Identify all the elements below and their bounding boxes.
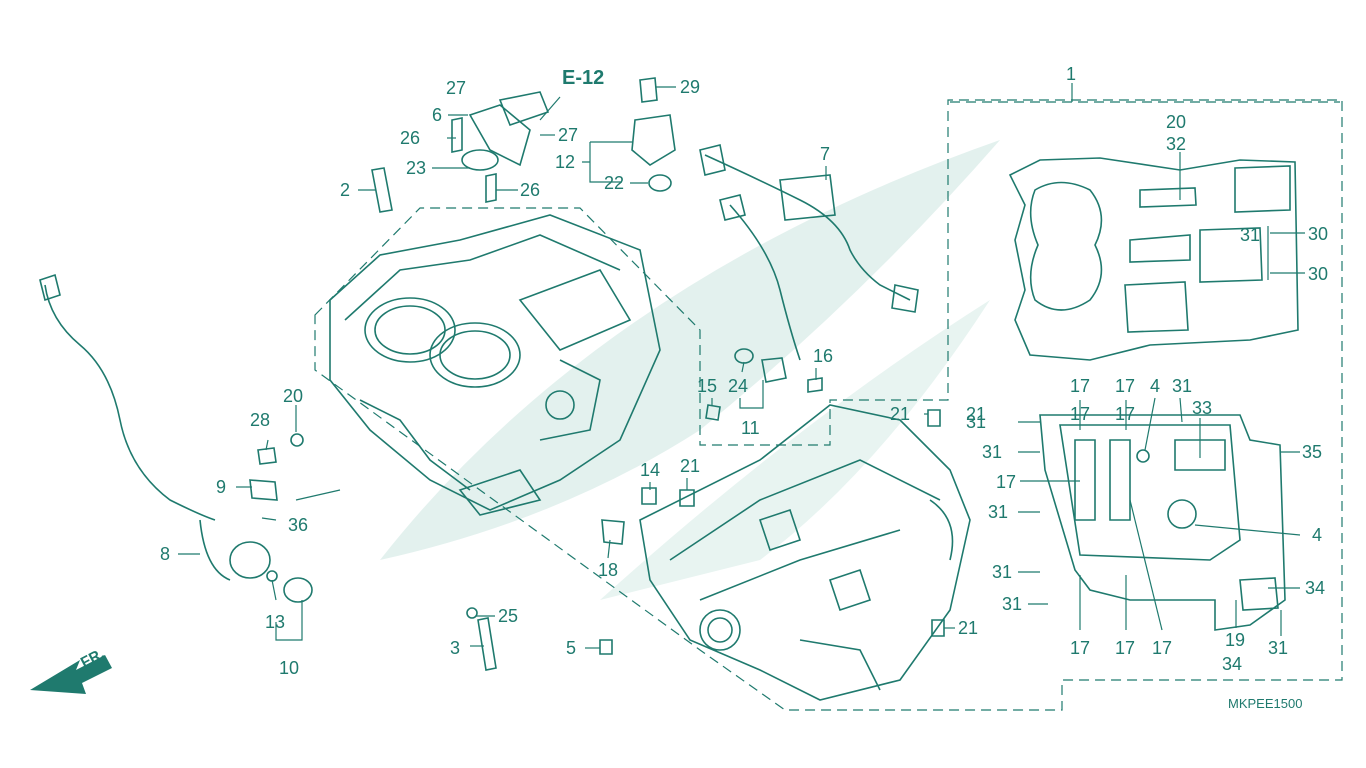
part-callouts: 1 2 3 4 4 5 6 7 8 9 10 11 12 13 14 15 16… (160, 64, 1328, 678)
frame-left-assembly (314, 99, 1343, 711)
small-parts (249, 117, 945, 671)
callout: 14 (640, 460, 660, 480)
callout: 32 (1166, 134, 1186, 154)
callout: 8 (160, 544, 170, 564)
callout: 24 (728, 376, 748, 396)
callout: 21 (958, 618, 978, 638)
callout: 17 (996, 472, 1016, 492)
callout: 6 (432, 105, 442, 125)
reference-page-label: E-12 (562, 67, 604, 89)
callout: 4 (1312, 525, 1322, 545)
callout: 17 (1070, 404, 1090, 424)
callout: 34 (1305, 578, 1325, 598)
callout: 23 (406, 158, 426, 178)
callout: 17 (1115, 404, 1135, 424)
callout: 31 (1172, 376, 1192, 396)
callout: 27 (446, 78, 466, 98)
callout: 21 (890, 404, 910, 424)
water-fitting (461, 77, 676, 192)
callout: 30 (1308, 264, 1328, 284)
sensor-harness (699, 144, 919, 361)
callout: 5 (566, 638, 576, 658)
callout: 29 (680, 77, 700, 97)
callout: 31 (1002, 594, 1022, 614)
callout: 28 (250, 410, 270, 430)
callout: 25 (498, 606, 518, 626)
callout: 27 (558, 125, 578, 145)
crankcase-gasket (1008, 157, 1299, 361)
callout: 31 (992, 562, 1012, 582)
lower-case-gasket (1039, 414, 1286, 631)
left-harness (39, 273, 271, 581)
callout: 33 (1192, 398, 1212, 418)
callout: 26 (520, 180, 540, 200)
callout: 11 (741, 418, 760, 438)
callout: 31 (1268, 638, 1288, 658)
callout: 9 (216, 477, 226, 497)
callout: 17 (1115, 638, 1135, 658)
callout: 35 (1302, 442, 1322, 462)
callout: 10 (279, 658, 299, 678)
front-direction-arrow (30, 655, 112, 694)
callout: 15 (697, 376, 717, 396)
callout: 31 (966, 412, 986, 432)
callout: 17 (1070, 376, 1090, 396)
callout: 1 (1066, 64, 1076, 84)
callout: 19 (1225, 630, 1245, 650)
callout: 16 (813, 346, 833, 366)
callout: 4 (1150, 376, 1160, 396)
callout: 21 (680, 456, 700, 476)
callout: 17 (1115, 376, 1135, 396)
callout: 17 (1070, 638, 1090, 658)
callout: 20 (1166, 112, 1186, 132)
callout: 21 (966, 404, 986, 424)
callout: 31 (1240, 225, 1260, 245)
callout: 12 (555, 152, 575, 172)
callout: 34 (1222, 654, 1242, 674)
callout: 17 (1152, 638, 1172, 658)
callout: 3 (450, 638, 460, 658)
callout: 18 (598, 560, 618, 580)
callout: 22 (604, 173, 624, 193)
callout: 13 (265, 612, 285, 632)
callout: 31 (982, 442, 1002, 462)
watermark-logo (380, 140, 1000, 600)
callout: 26 (400, 128, 420, 148)
callout: 2 (340, 180, 350, 200)
diagram-code: MKPEE1500 (1228, 696, 1302, 711)
callout: 7 (820, 144, 830, 164)
upper-crankcase (329, 214, 661, 516)
callout: 30 (1308, 224, 1328, 244)
callout: 36 (288, 515, 308, 535)
leader-lines (178, 83, 1305, 649)
callout: 20 (283, 386, 303, 406)
lower-crankcase (639, 404, 971, 701)
callout: 31 (988, 502, 1008, 522)
